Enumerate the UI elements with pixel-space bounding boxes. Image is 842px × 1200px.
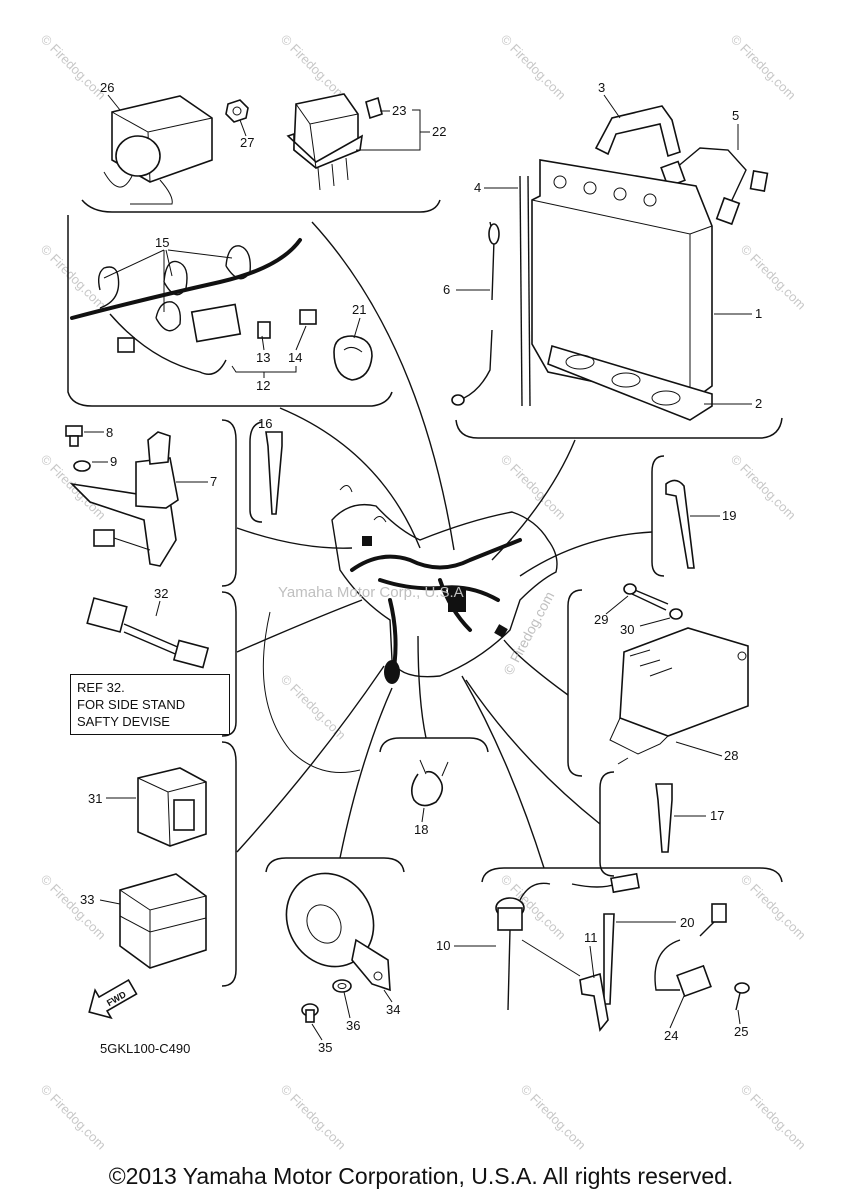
watermark-text: © Firedog.com — [278, 1082, 349, 1153]
callout-32: 32 — [154, 586, 168, 601]
watermark-text: © Firedog.com — [518, 1082, 589, 1153]
connection-lines — [236, 221, 653, 869]
callout-6: 6 — [443, 282, 450, 297]
callout-36: 36 — [346, 1018, 360, 1033]
callout-14: 14 — [288, 350, 302, 365]
wire-clamps-group — [70, 238, 317, 375]
watermark-text: © Firedog.com — [738, 872, 809, 943]
callout-8: 8 — [106, 425, 113, 440]
callout-19: 19 — [722, 508, 736, 523]
diode — [654, 903, 727, 998]
nut — [225, 99, 249, 123]
battery-cable — [660, 147, 769, 226]
callout-31: 31 — [88, 791, 102, 806]
hose-clamp — [333, 335, 373, 381]
callout-5: 5 — [732, 108, 739, 123]
watermark-text: © Firedog.com — [38, 872, 109, 943]
center-watermark: Yamaha Motor Corp., U.S.A — [278, 584, 464, 601]
callout-16: 16 — [258, 416, 272, 431]
watermark-text: © Firedog.com — [278, 672, 349, 743]
watermark-text: © Firedog.com — [738, 242, 809, 313]
cable-tie-4 — [603, 913, 615, 1005]
callout-12: 12 — [256, 378, 270, 393]
horn — [285, 872, 391, 992]
watermark-text: © Firedog.com — [738, 1082, 809, 1153]
callout-25: 25 — [734, 1024, 748, 1039]
callout-35: 35 — [318, 1040, 332, 1055]
callout-21: 21 — [352, 302, 366, 317]
drawing-code: 5GKL100-C490 — [100, 1041, 191, 1056]
callout-23: 23 — [392, 103, 406, 118]
switch-washer — [73, 460, 91, 472]
callout-2: 2 — [755, 396, 762, 411]
callout-33: 33 — [80, 892, 94, 907]
callout-24: 24 — [664, 1028, 678, 1043]
watermark-text: © Firedog.com — [728, 452, 799, 523]
callout-layer: 26 27 23 22 3 5 4 6 1 2 15 21 13 14 12 8… — [80, 80, 762, 1055]
side-stand-lead — [86, 597, 210, 669]
callout-22: 22 — [432, 124, 446, 139]
callout-15: 15 — [155, 235, 169, 250]
neutral-switch — [495, 872, 640, 1011]
watermark-text: © Firedog.com — [728, 32, 799, 103]
callout-7: 7 — [210, 474, 217, 489]
callout-29: 29 — [594, 612, 608, 627]
callout-30: 30 — [620, 622, 634, 637]
callout-26: 26 — [100, 80, 114, 95]
watermark-text: © Firedog.com — [498, 32, 569, 103]
callout-34: 34 — [386, 1002, 400, 1017]
watermark-text: © Firedog.com — [278, 32, 349, 103]
rectifier-washer — [669, 608, 683, 620]
callout-1: 1 — [755, 306, 762, 321]
switch-screw — [65, 425, 83, 447]
wire-clamp — [410, 759, 449, 807]
rectifier-bolt — [623, 583, 669, 611]
forward-arrow: FWD — [88, 978, 138, 1020]
rectifier-regulator — [609, 627, 749, 765]
main-switch — [69, 431, 179, 567]
cable-tie — [265, 431, 283, 515]
diode-screw — [734, 982, 750, 1011]
reference-note-line-2: FOR SIDE STAND — [77, 697, 186, 712]
relay-assembly — [286, 93, 364, 191]
callout-13: 13 — [256, 350, 270, 365]
callout-20: 20 — [680, 915, 694, 930]
watermark-text: © Firedog.com — [38, 1082, 109, 1153]
callout-3: 3 — [598, 80, 605, 95]
switch-bracket — [579, 972, 609, 1032]
breather-hose — [519, 175, 531, 407]
callout-10: 10 — [436, 938, 450, 953]
battery-band — [594, 105, 681, 158]
watermark-text: © Firedog.com — [38, 32, 109, 103]
cable-tie-3 — [665, 479, 695, 569]
copyright-notice: ©2013 Yamaha Motor Corporation, U.S.A. A… — [108, 1163, 734, 1189]
callout-28: 28 — [724, 748, 738, 763]
minus-lead — [451, 221, 500, 406]
ignition-coil — [103, 95, 213, 205]
callout-18: 18 — [414, 822, 428, 837]
callout-11: 11 — [584, 930, 598, 945]
starter-relay — [119, 873, 207, 969]
horn-washer — [332, 979, 352, 993]
flasher-relay — [137, 767, 207, 847]
cable-tie-2 — [655, 783, 673, 853]
horn-bolt — [301, 1003, 319, 1023]
callout-9: 9 — [110, 454, 117, 469]
callout-27: 27 — [240, 135, 254, 150]
callout-17: 17 — [710, 808, 724, 823]
battery-tray — [547, 344, 713, 421]
reference-note-line-1: REF 32. — [77, 680, 125, 695]
callout-4: 4 — [474, 180, 481, 195]
main-wire-harness — [331, 485, 558, 684]
reference-note: REF 32. FOR SIDE STAND SAFTY DEVISE — [70, 674, 230, 735]
reference-note-line-3: SAFTY DEVISE — [77, 714, 170, 729]
relay-clip — [365, 96, 383, 120]
group-frames — [67, 199, 783, 987]
